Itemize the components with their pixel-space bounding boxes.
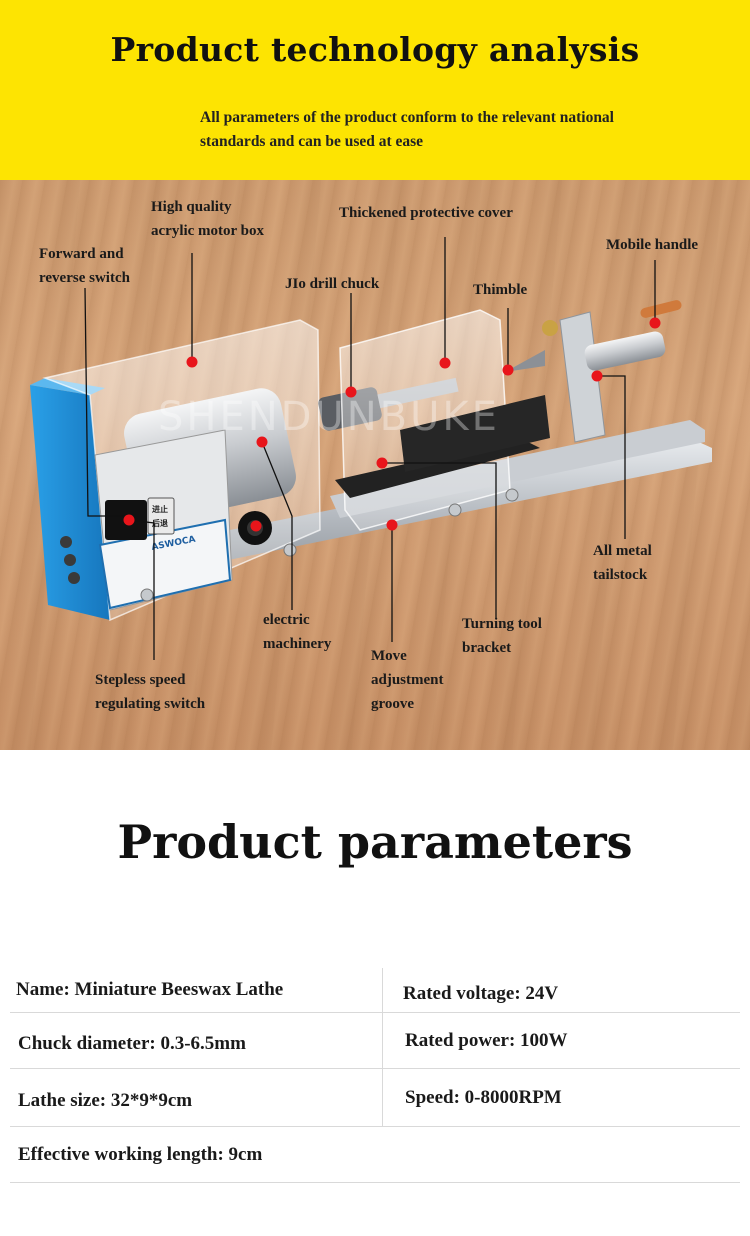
page-title: Product technology analysis	[110, 30, 640, 69]
marker-speed-switch	[250, 520, 262, 532]
callout-motor-box: High quality acrylic motor box	[151, 199, 265, 239]
blue-end-case	[30, 385, 110, 620]
callout-protective-cover: Thickened protective cover	[339, 205, 513, 221]
callout-electric-machinery: electric machinery	[263, 612, 332, 652]
table-divider	[382, 968, 383, 1126]
watermark: SHENDUNBUKE	[158, 394, 500, 440]
callout-markers	[123, 317, 661, 532]
callout-thimble: Thimble	[473, 282, 528, 298]
callout-forward-reverse: Forward and reverse switch	[39, 246, 130, 286]
callout-tailstock: All metal tailstock	[593, 543, 652, 583]
table-row: Chuck diameter: 0.3-6.5mm Rated power: 1…	[10, 1013, 740, 1069]
mobile-handle	[640, 300, 682, 318]
marker-drill-chuck	[345, 386, 357, 398]
marker-electric-machinery	[256, 436, 268, 448]
lathe-illustration: ASWOCA 进止 后退 SHENDUNBUKE	[30, 237, 712, 660]
thimble-point	[505, 350, 545, 372]
spec-plate	[98, 518, 232, 610]
marker-thimble	[502, 364, 514, 376]
header-banner: Product technology analysis All paramete…	[0, 0, 750, 180]
rocker-text-line1: 进止	[152, 504, 168, 514]
callout-speed-switch: Stepless speed regulating switch	[95, 672, 206, 712]
callout-tool-bracket: Turning tool bracket	[462, 616, 542, 656]
product-photo: ASWOCA 进止 后退 SHENDUNBUKE	[0, 180, 750, 750]
params-title: Product parameters	[117, 815, 633, 869]
callout-mobile-handle: Mobile handle	[606, 237, 699, 253]
header-subtitle: All parameters of the product conform to…	[200, 109, 614, 150]
tool-bracket	[335, 438, 540, 498]
param-name: Name: Miniature Beeswax Lathe	[16, 979, 284, 1000]
marker-tool-bracket	[376, 457, 388, 469]
rocker-text-line2: 后退	[152, 518, 168, 528]
table-row: Lathe size: 32*9*9cm Speed: 0-8000RPM	[10, 1069, 740, 1127]
callout-adjust-groove: Move adjustment groove	[371, 648, 444, 712]
marker-adjust-groove	[386, 519, 398, 531]
param-rated-power: Rated power: 100W	[405, 1029, 568, 1051]
callout-drill-chuck: JIo drill chuck	[285, 276, 380, 292]
param-speed: Speed: 0-8000RPM	[405, 1086, 562, 1108]
param-lathe-size: Lathe size: 32*9*9cm	[18, 1089, 193, 1111]
marker-motor-box	[186, 356, 198, 368]
table-row: Effective working length: 9cm	[10, 1127, 740, 1183]
param-chuck-diameter: Chuck diameter: 0.3-6.5mm	[18, 1032, 246, 1054]
marker-tailstock	[591, 370, 603, 382]
param-working-length: Effective working length: 9cm	[18, 1143, 263, 1165]
table-row: Name: Miniature Beeswax Lathe Rated volt…	[10, 968, 740, 1013]
marker-forward-reverse	[123, 514, 135, 526]
param-rated-voltage: Rated voltage: 24V	[403, 983, 559, 1004]
marker-protective-cover	[439, 357, 451, 369]
marker-mobile-handle	[649, 317, 661, 329]
leader-lines	[84, 237, 656, 660]
